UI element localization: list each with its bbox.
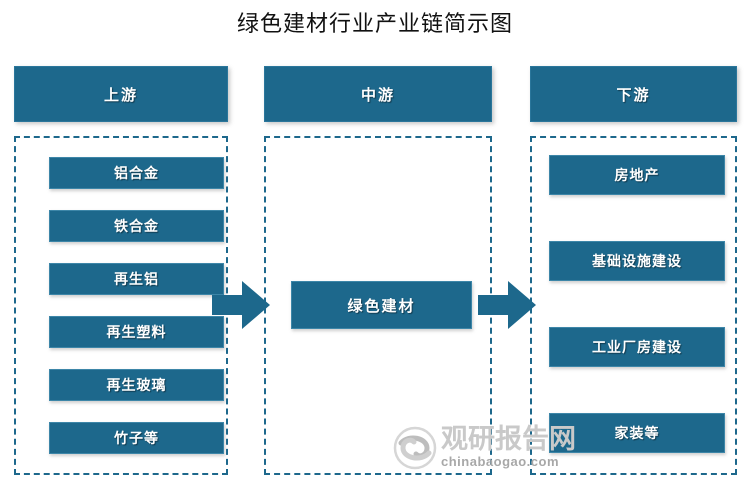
arrow-right-icon-midstream-to-downstream bbox=[478, 281, 536, 329]
node-label: 竹子等 bbox=[114, 432, 159, 447]
column-body-upstream: 铝合金 铁合金 再生铝 再生塑料 再生玻璃 竹子等 bbox=[14, 136, 228, 475]
node-upstream-5: 再生玻璃 bbox=[49, 369, 224, 401]
node-label: 铝合金 bbox=[114, 167, 159, 182]
column-header-downstream: 下游 bbox=[530, 66, 737, 122]
arrow-right-icon-upstream-to-midstream bbox=[212, 281, 270, 329]
node-label: 绿色建材 bbox=[347, 298, 416, 315]
node-downstream-3: 工业厂房建设 bbox=[549, 327, 725, 367]
page-title: 绿色建材行业产业链简示图 bbox=[236, 11, 513, 36]
node-downstream-4: 家装等 bbox=[549, 413, 725, 453]
node-label: 再生玻璃 bbox=[106, 379, 167, 394]
node-label: 基础设施建设 bbox=[592, 255, 682, 270]
node-label: 房地产 bbox=[614, 169, 660, 184]
column-header-downstream-label: 下游 bbox=[616, 87, 651, 104]
node-label: 工业厂房建设 bbox=[592, 341, 682, 356]
node-upstream-3: 再生铝 bbox=[49, 263, 224, 295]
node-label: 再生塑料 bbox=[106, 326, 167, 341]
node-label: 家装等 bbox=[614, 427, 660, 442]
node-downstream-1: 房地产 bbox=[549, 155, 725, 195]
column-header-midstream: 中游 bbox=[264, 66, 492, 122]
node-upstream-4: 再生塑料 bbox=[49, 316, 224, 348]
node-label: 铁合金 bbox=[114, 220, 159, 235]
node-midstream-1: 绿色建材 bbox=[291, 281, 472, 329]
node-downstream-2: 基础设施建设 bbox=[549, 241, 725, 281]
node-upstream-1: 铝合金 bbox=[49, 157, 224, 189]
node-upstream-2: 铁合金 bbox=[49, 210, 224, 242]
node-upstream-6: 竹子等 bbox=[49, 422, 224, 454]
column-header-midstream-label: 中游 bbox=[360, 87, 395, 104]
node-label: 再生铝 bbox=[114, 273, 159, 288]
column-header-upstream: 上游 bbox=[14, 66, 228, 122]
column-header-upstream-label: 上游 bbox=[103, 87, 138, 104]
